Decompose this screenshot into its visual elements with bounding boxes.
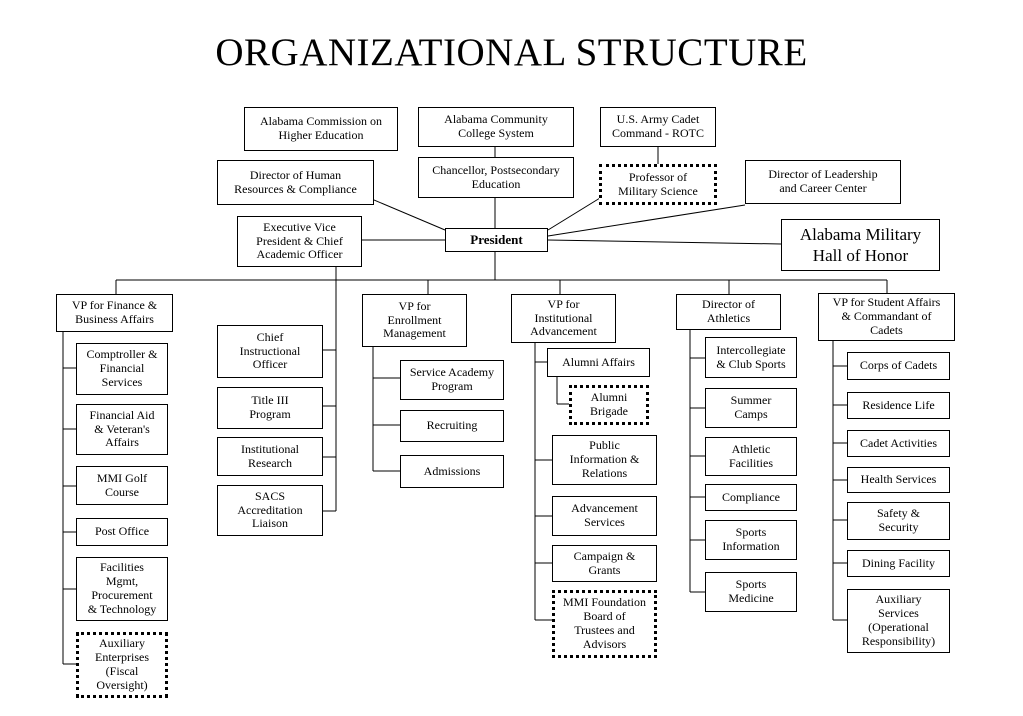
summer-camps-box: Summer Camps: [705, 388, 797, 428]
dining-facility-box: Dining Facility: [847, 550, 950, 577]
service-academy-box: Service Academy Program: [400, 360, 504, 400]
page-title: ORGANIZATIONAL STRUCTURE: [215, 31, 808, 74]
professor-military-box: Professor of Military Science: [599, 164, 717, 205]
intercollegiate-box: Intercollegiate & Club Sports: [705, 337, 797, 378]
cadet-activities-box: Cadet Activities: [847, 430, 950, 457]
corps-of-cadets-box: Corps of Cadets: [847, 352, 950, 380]
vp-finance-box: VP for Finance & Business Affairs: [56, 294, 173, 332]
auxiliary-services-box: Auxiliary Services (Operational Responsi…: [847, 589, 950, 653]
title-iii-box: Title III Program: [217, 387, 323, 429]
health-services-box: Health Services: [847, 467, 950, 493]
admissions-box: Admissions: [400, 455, 504, 488]
recruiting-box: Recruiting: [400, 410, 504, 442]
public-information-box: Public Information & Relations: [552, 435, 657, 485]
athletic-facilities-box: Athletic Facilities: [705, 437, 797, 476]
safety-security-box: Safety & Security: [847, 502, 950, 540]
alumni-affairs-box: Alumni Affairs: [547, 348, 650, 377]
vp-advancement-box: VP for Institutional Advancement: [511, 294, 616, 343]
golf-course-box: MMI Golf Course: [76, 466, 168, 505]
institutional-research-box: Institutional Research: [217, 437, 323, 476]
director-leadership-box: Director of Leadership and Career Center: [745, 160, 901, 204]
vp-student-affairs-box: VP for Student Affairs & Commandant of C…: [818, 293, 955, 341]
community-college-box: Alabama Community College System: [418, 107, 574, 147]
auxiliary-enterprises-box: Auxiliary Enterprises (Fiscal Oversight): [76, 632, 168, 698]
chancellor-box: Chancellor, Postsecondary Education: [418, 157, 574, 198]
post-office-box: Post Office: [76, 518, 168, 546]
director-hr-box: Director of Human Resources & Compliance: [217, 160, 374, 205]
mmi-foundation-box: MMI Foundation Board of Trustees and Adv…: [552, 590, 657, 658]
comptroller-box: Comptroller & Financial Services: [76, 343, 168, 395]
sacs-box: SACS Accreditation Liaison: [217, 485, 323, 536]
hall-of-honor-box: Alabama Military Hall of Honor: [781, 219, 940, 271]
alabama-commission-box: Alabama Commission on Higher Education: [244, 107, 398, 151]
advancement-services-box: Advancement Services: [552, 496, 657, 536]
compliance-box: Compliance: [705, 484, 797, 511]
campaign-grants-box: Campaign & Grants: [552, 545, 657, 582]
residence-life-box: Residence Life: [847, 392, 950, 419]
chief-instructional-box: Chief Instructional Officer: [217, 325, 323, 378]
vp-enrollment-box: VP for Enrollment Management: [362, 294, 467, 347]
evp-box: Executive Vice President & Chief Academi…: [237, 216, 362, 267]
facilities-box: Facilities Mgmt, Procurement & Technolog…: [76, 557, 168, 621]
alumni-brigade-box: Alumni Brigade: [569, 385, 649, 425]
sports-medicine-box: Sports Medicine: [705, 572, 797, 612]
financial-aid-box: Financial Aid & Veteran's Affairs: [76, 404, 168, 455]
sports-information-box: Sports Information: [705, 520, 797, 560]
president-box: President: [445, 228, 548, 252]
army-cadet-box: U.S. Army Cadet Command - ROTC: [600, 107, 716, 147]
director-athletics-box: Director of Athletics: [676, 294, 781, 330]
